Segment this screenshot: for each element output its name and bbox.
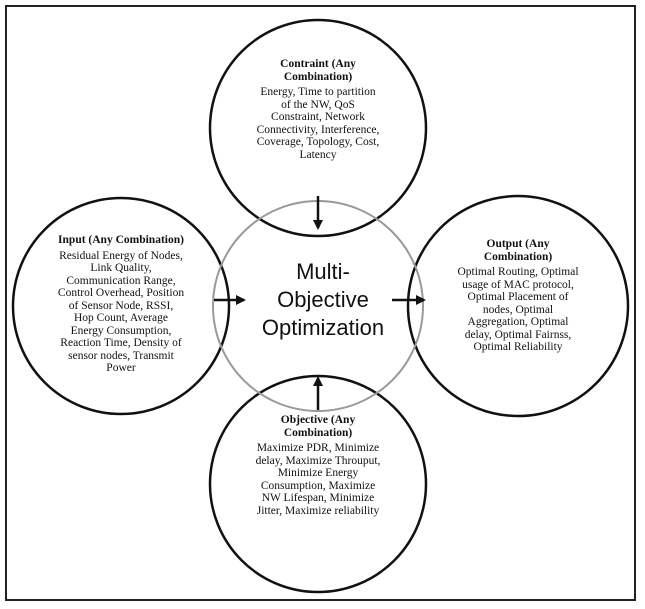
constraint-body-line: Connectivity, Interference, bbox=[256, 123, 380, 136]
center-title-line: Optimization bbox=[261, 315, 385, 340]
constraint-body-line: Coverage, Topology, Cost, bbox=[256, 136, 380, 148]
input-heading: Input (Any Combination) bbox=[42, 234, 200, 247]
output-heading-line: Output (Any bbox=[486, 238, 550, 250]
input-label: Input (Any Combination) Residual Energy … bbox=[42, 234, 200, 375]
output-body-line: Optimal Routing, Optimal bbox=[457, 266, 579, 278]
input-body-line: Communication Range, bbox=[66, 274, 176, 287]
input-body-line: Energy Consumption, bbox=[70, 324, 172, 337]
objective-body-line: NW Lifespan, Minimize bbox=[261, 492, 375, 504]
objective-heading-line: Objective (Any bbox=[280, 414, 356, 426]
input-body: Residual Energy of Nodes, Link Quality, … bbox=[42, 250, 200, 375]
objective-heading-line: Combination) bbox=[283, 426, 353, 439]
output-body: Optimal Routing, Optimal usage of MAC pr… bbox=[436, 266, 600, 354]
constraint-heading-line: Combination) bbox=[283, 70, 353, 83]
output-heading-line: Combination) bbox=[483, 250, 553, 263]
input-body-line: Hop Count, Average bbox=[73, 312, 168, 324]
center-title-line: Objective bbox=[277, 287, 369, 312]
input-body-line: Power bbox=[106, 362, 136, 374]
constraint-body-line: Latency bbox=[299, 148, 337, 161]
output-label: Output (Any Combination) Optimal Routing… bbox=[436, 238, 600, 354]
output-body-line: delay, Optimal Fairnss, bbox=[464, 328, 572, 341]
output-body-line: Aggregation, Optimal bbox=[467, 316, 569, 328]
output-body-line: usage of MAC protocol, bbox=[462, 278, 574, 291]
objective-body: Maximize PDR, Minimize delay, Maximize T… bbox=[238, 442, 398, 517]
objective-body-line: Maximize PDR, Minimize bbox=[256, 442, 380, 454]
input-body-line: Control Overhead, Position bbox=[57, 287, 185, 299]
input-circle bbox=[11, 196, 231, 416]
input-body-line: Reaction Time, Density of bbox=[60, 337, 182, 349]
constraint-body: Energy, Time to partition of the NW, QoS… bbox=[238, 86, 398, 161]
objective-body-line: Consumption, Maximize bbox=[260, 479, 376, 492]
constraint-body-line: Energy, Time to partition bbox=[260, 86, 376, 98]
output-heading: Output (Any Combination) bbox=[436, 238, 600, 263]
output-circle bbox=[406, 194, 630, 418]
objective-body-line: delay, Maximize Throuput, bbox=[255, 454, 381, 467]
input-heading-line: Input (Any Combination) bbox=[58, 234, 184, 246]
objective-label: Objective (Any Combination) Maximize PDR… bbox=[238, 414, 398, 517]
center-title-line: Multi- bbox=[296, 259, 350, 284]
diagram-frame bbox=[5, 5, 636, 601]
constraint-label: Contraint (Any Combination) Energy, Time… bbox=[238, 58, 398, 161]
input-body-line: of Sensor Node, RSSI, bbox=[68, 299, 174, 312]
objective-body-line: Minimize Energy bbox=[277, 467, 359, 479]
output-body-line: nodes, Optimal bbox=[482, 303, 554, 316]
constraint-body-line: Constraint, Network bbox=[271, 111, 365, 123]
constraint-body-line: of the NW, QoS bbox=[281, 98, 355, 111]
objective-body-line: Jitter, Maximize reliability bbox=[256, 504, 380, 517]
input-body-line: sensor nodes, Transmit bbox=[68, 349, 174, 362]
constraint-heading-line: Contraint (Any bbox=[280, 58, 356, 70]
output-body-line: Optimal Reliability bbox=[473, 341, 563, 353]
input-body-line: Link Quality, bbox=[90, 262, 152, 274]
constraint-heading: Contraint (Any Combination) bbox=[238, 58, 398, 83]
constraint-circle bbox=[208, 18, 428, 238]
objective-heading: Objective (Any Combination) bbox=[238, 414, 398, 439]
input-body-line: Residual Energy of Nodes, bbox=[59, 249, 183, 262]
output-body-line: Optimal Placement of bbox=[467, 291, 569, 303]
center-title: Multi- Objective Optimization bbox=[248, 258, 398, 342]
